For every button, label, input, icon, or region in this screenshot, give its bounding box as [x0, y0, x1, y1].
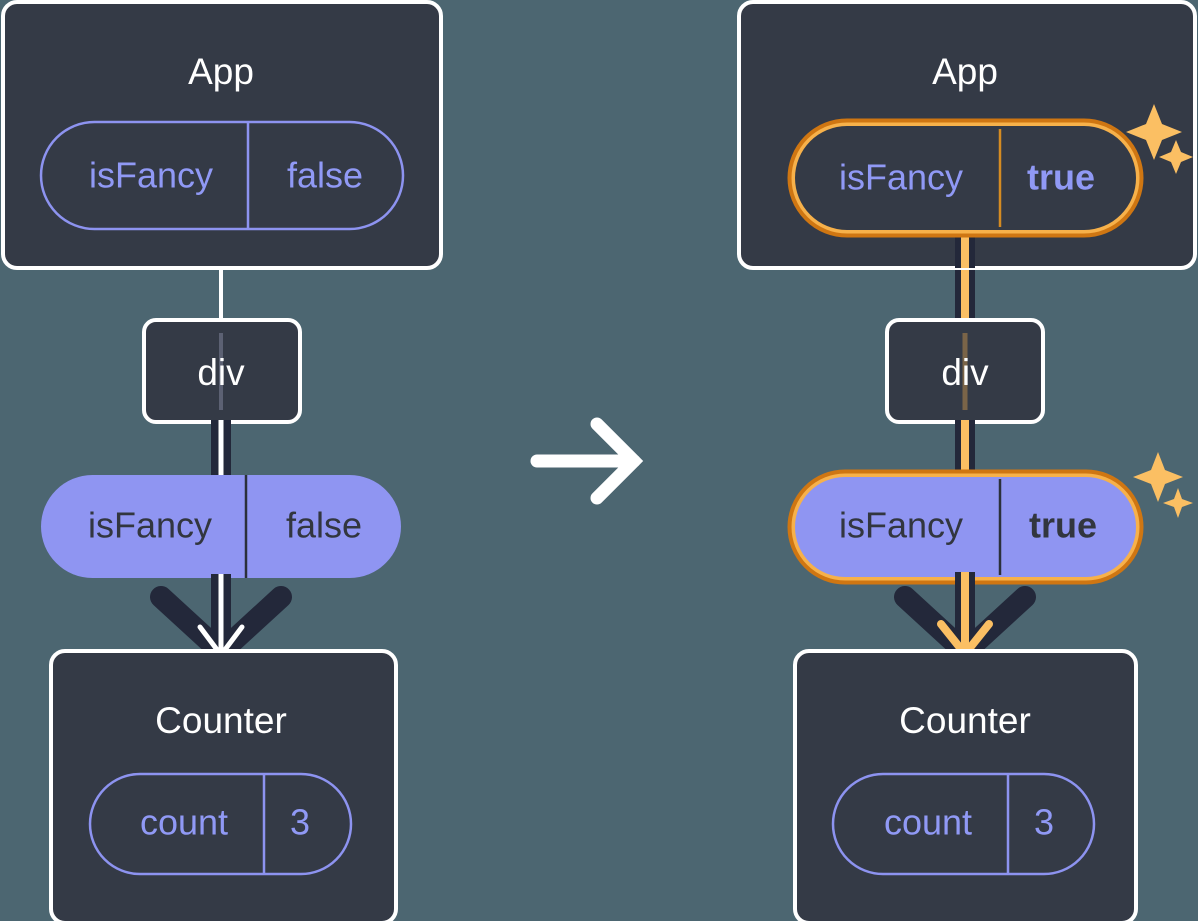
prop-key-after: isFancy [839, 505, 963, 546]
app-state-pill-after [787, 118, 1144, 238]
prop-key-before: isFancy [88, 505, 212, 546]
prop-pill-after [787, 469, 1144, 585]
counter-state-value-after: 3 [1034, 802, 1054, 843]
app-title-after: App [932, 51, 998, 92]
prop-pill-before [41, 475, 401, 578]
prop-value-before: false [286, 505, 362, 546]
app-state-key-before: isFancy [89, 155, 213, 196]
counter-title-after: Counter [899, 700, 1031, 741]
app-state-value-before: false [287, 155, 363, 196]
app-state-value-after: true [1027, 157, 1095, 198]
app-state-key-after: isFancy [839, 157, 963, 198]
app-title-before: App [188, 51, 254, 92]
counter-card-before [49, 649, 398, 921]
arrow-prop-to-counter-after [894, 572, 1036, 663]
counter-state-value-before: 3 [290, 802, 310, 843]
panel-before: App isFancy false div [1, 0, 443, 921]
counter-state-pill-before [88, 772, 353, 876]
arrow-prop-to-counter-before [150, 574, 292, 663]
div-label-before: div [197, 352, 245, 393]
counter-card-after [793, 649, 1138, 921]
app-card-before [1, 0, 443, 270]
sparkle-icon-app-after [1126, 104, 1193, 174]
sparkle-icon-prop-after [1133, 452, 1193, 518]
right-arrow-icon [530, 417, 644, 505]
counter-state-pill-after [831, 772, 1096, 876]
counter-title-before: Counter [155, 700, 287, 741]
panel-after: App isFancy true [737, 0, 1197, 921]
app-state-pill-before [39, 120, 405, 231]
prop-value-after: true [1029, 505, 1097, 546]
counter-state-key-before: count [140, 802, 228, 843]
div-label-after: div [941, 352, 989, 393]
counter-state-key-after: count [884, 802, 972, 843]
